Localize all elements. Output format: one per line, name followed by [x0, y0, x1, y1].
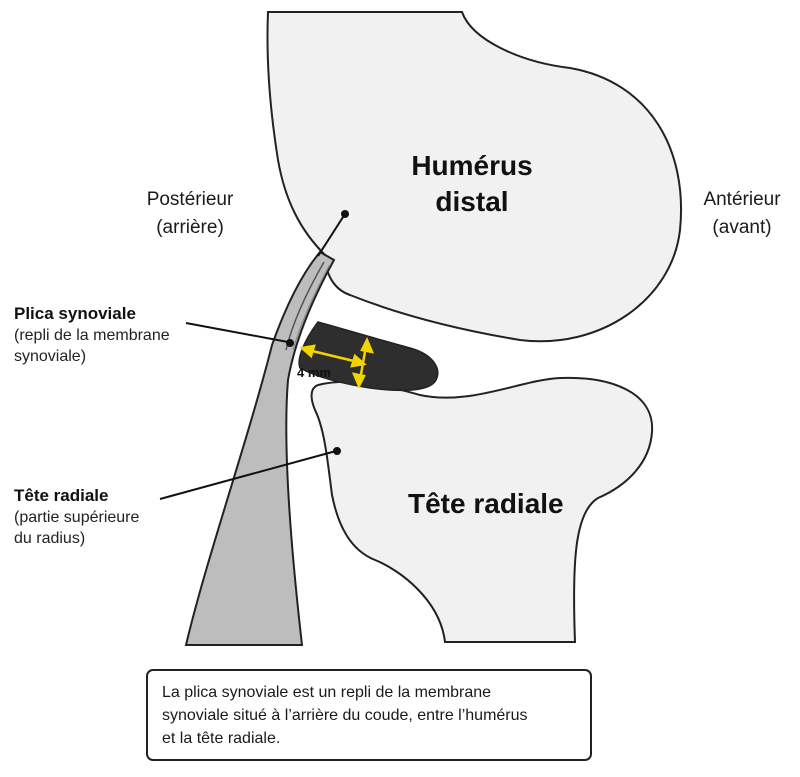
radial-leader-line: [159, 450, 337, 500]
radial-callout-title: Tête radiale: [14, 486, 109, 505]
posterior-line2: (arrière): [156, 217, 224, 238]
synovial-membrane: [184, 250, 336, 646]
radial-head-shape: [310, 376, 654, 643]
measurement-arrows: [299, 336, 375, 390]
humerus-leader-dot: [341, 210, 349, 218]
membrane-inner-line-2: [292, 265, 330, 351]
humerus-label-line1: Humérus: [411, 150, 533, 181]
anterior-line2: (avant): [712, 217, 772, 238]
humerus-shape: [266, 11, 682, 343]
measurement-label: 4 mm: [297, 365, 331, 380]
radial-callout-sub2: du radius): [14, 530, 86, 547]
plica-callout-sub2: synoviale): [14, 348, 87, 365]
plica-leader-line: [185, 322, 289, 343]
anterior-line1: Antérieur: [703, 189, 781, 210]
caption-line3: et la tête radiale.: [162, 730, 281, 747]
radial-callout-sub1: (partie supérieure: [14, 509, 140, 526]
posterior-line1: Postérieur: [146, 189, 234, 210]
humerus-label: Humérus distal: [392, 148, 552, 220]
radial-head-label: Tête radiale: [408, 488, 564, 519]
plica-leader-dot: [286, 339, 294, 347]
radial-callout: Tête radiale (partie supérieure du radiu…: [14, 485, 139, 549]
caption-line1: La plica synoviale est un repli de la me…: [162, 684, 492, 701]
anterior-label: Antérieur (avant): [684, 186, 800, 242]
plica-callout-sub1: (repli de la membrane: [14, 327, 170, 344]
plica-callout-title: Plica synoviale: [14, 304, 136, 323]
posterior-label: Postérieur (arrière): [120, 186, 260, 242]
humerus-label-line2: distal: [435, 186, 509, 217]
caption-box: La plica synoviale est un repli de la me…: [146, 669, 592, 761]
radial-leader-dot: [333, 447, 341, 455]
humerus-leader-line: [317, 213, 346, 257]
caption-line2: synoviale situé à l’arrière du coude, en…: [162, 707, 528, 724]
plica-fold: [298, 321, 439, 392]
plica-callout: Plica synoviale (repli de la membrane sy…: [14, 303, 170, 367]
